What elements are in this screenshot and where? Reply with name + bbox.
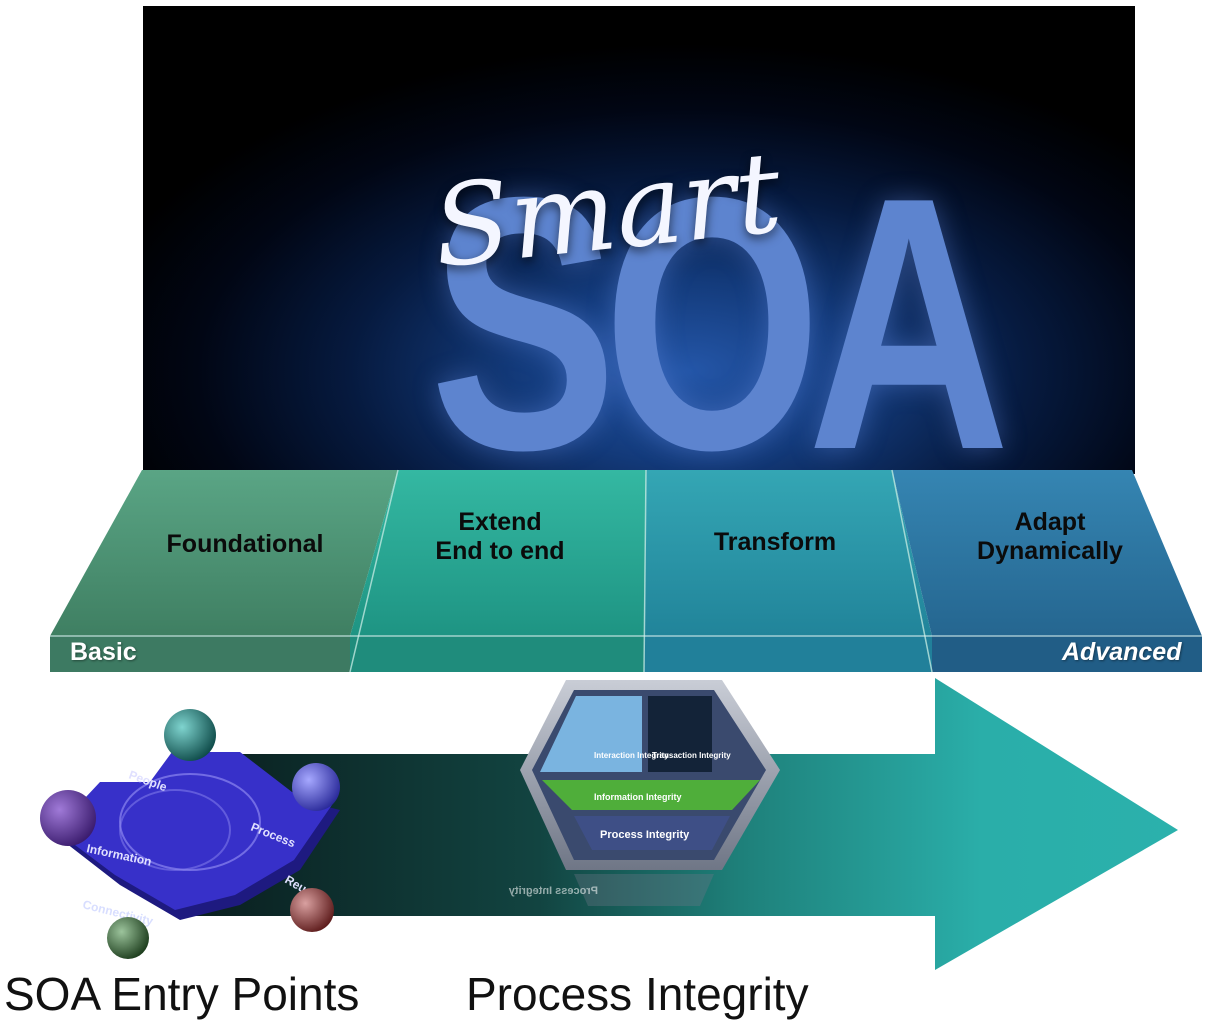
reflection-text: Process Integrity	[508, 885, 598, 897]
sphere-blue	[292, 763, 340, 811]
quadrant-label-information: Information Integrity	[594, 792, 682, 802]
quadrant-label-transaction: Transaction Integrity	[652, 751, 731, 760]
soa-entry-points-graphic: People Information Process Reuse Connect…	[40, 709, 340, 959]
segment-label-adapt: Adapt Dynamically	[977, 508, 1123, 565]
sphere-teal	[164, 709, 216, 761]
segment-foundational-face	[50, 470, 398, 636]
maturity-stage-bar: Foundational Extend End to end Transform…	[50, 466, 1217, 676]
progression-arrow-area: People Information Process Reuse Connect…	[0, 670, 1217, 970]
segment-label-foundational: Foundational	[166, 530, 324, 558]
quadrant-transaction	[648, 696, 712, 772]
segment-foundational-front	[50, 636, 350, 672]
scale-label-basic: Basic	[70, 638, 137, 666]
sphere-green	[107, 917, 149, 959]
quadrant-label-process: Process Integrity	[600, 829, 690, 841]
segment-transform-face	[644, 470, 932, 636]
segment-adapt-face	[892, 470, 1202, 636]
segment-extend-front	[350, 636, 644, 672]
segment-label-transform: Transform	[713, 528, 837, 556]
progression-arrow: People Information Process Reuse Connect…	[40, 678, 1178, 970]
quadrant-information	[542, 780, 760, 810]
soa-title: SOA	[429, 123, 1010, 474]
sphere-red	[290, 888, 334, 932]
segment-label-extend: Extend End to end	[435, 508, 565, 565]
caption-process-integrity: Process Integrity	[466, 968, 809, 1020]
sphere-purple	[40, 790, 96, 846]
segment-adapt-front	[932, 636, 1202, 672]
scale-label-advanced: Advanced	[1062, 638, 1182, 666]
stage-bar-graphic	[50, 469, 1202, 673]
quadrant-interaction	[540, 696, 642, 772]
smart-soa-banner: SOA Smart	[143, 6, 1135, 474]
segment-extend-face	[350, 470, 646, 636]
quadrant-label-interaction: Interaction Integrity	[594, 751, 669, 760]
entry-hex-surface	[55, 752, 334, 910]
segment-transform-front	[644, 636, 932, 672]
caption-soa-entry-points: SOA Entry Points	[4, 968, 360, 1020]
process-integrity-graphic: Interaction Integrity Transaction Integr…	[508, 680, 780, 906]
quadrant-process	[574, 816, 730, 850]
